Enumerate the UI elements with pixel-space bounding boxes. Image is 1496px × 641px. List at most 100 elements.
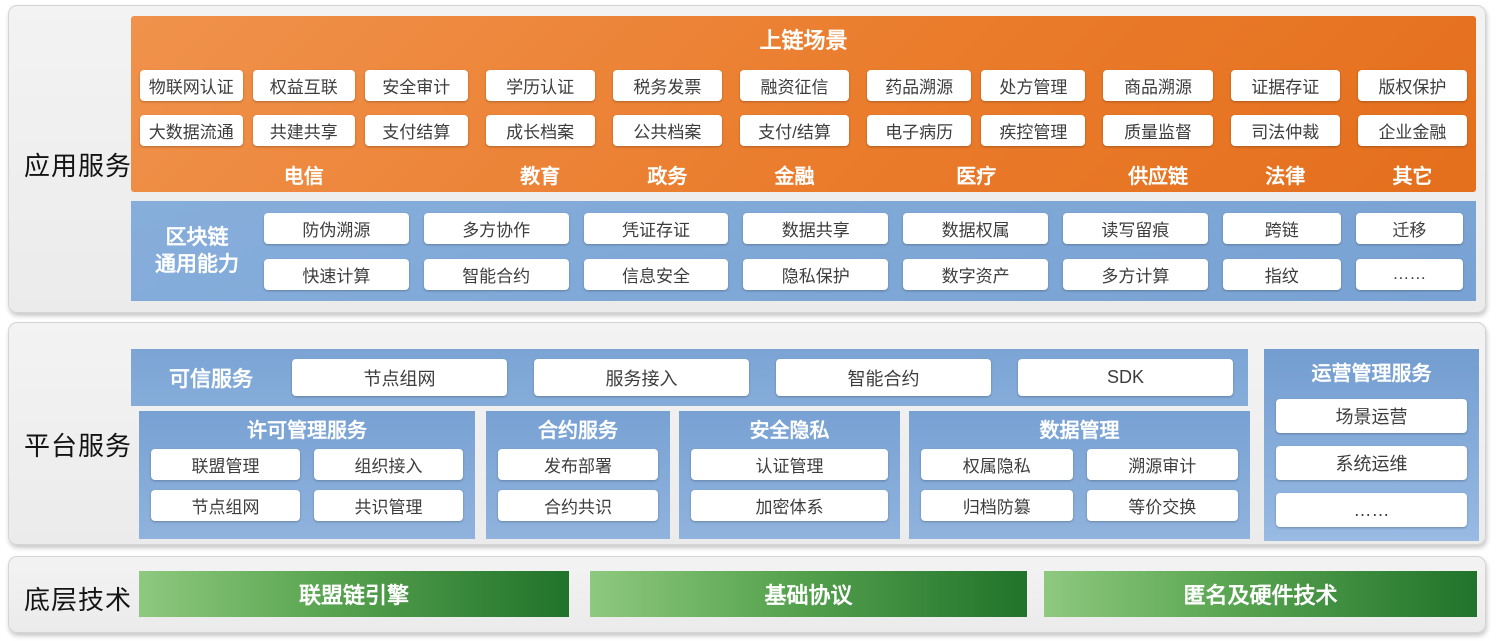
- trusted-services-items: 节点组网服务接入智能合约 SDK: [292, 359, 1233, 396]
- base-technology-label: 底层技术: [24, 585, 133, 615]
- scenario-chip: 药品溯源: [867, 70, 972, 101]
- capability-row: 防伪溯源多方协作凭证存证数据共享数据权属读写留痕跨链迁移: [264, 212, 1464, 244]
- application-services-panel: 应用服务 上链场景 物联网认证权益互联安全审计大数据流通共建共享支付结算电信学历…: [8, 5, 1486, 313]
- platform-group-grid: 认证管理加密体系: [691, 449, 888, 521]
- scenario-chip: 学历认证: [485, 70, 595, 101]
- operation-management-title: 运营管理服务: [1311, 363, 1432, 385]
- scenario-group-grid: 证据存证司法仲裁: [1230, 70, 1340, 146]
- platform-group-grid: 联盟管理组织接入节点组网共识管理: [151, 449, 463, 521]
- scenario-group-label: 金融: [774, 166, 815, 188]
- platform-group-box: 许可管理服务联盟管理组织接入节点组网共识管理: [139, 411, 475, 539]
- trusted-service-chip: SDK: [1018, 359, 1233, 396]
- scenario-group-label: 其它: [1392, 166, 1433, 188]
- scenario-chip: 司法仲裁: [1230, 115, 1340, 146]
- trusted-service-chip: 服务接入: [534, 359, 749, 396]
- operation-item-chip: ……: [1276, 493, 1467, 527]
- capability-chip: 信息安全: [583, 258, 729, 290]
- scenario-group: 药品溯源处方管理电子病历疾控管理医疗: [867, 70, 1086, 189]
- scenario-chip: 支付/结算: [739, 115, 850, 146]
- scenario-group-grid: 物联网认证权益互联安全审计大数据流通共建共享支付结算: [140, 70, 468, 146]
- onchain-groups: 物联网认证权益互联安全审计大数据流通共建共享支付结算电信学历认证成长档案教育税务…: [131, 70, 1476, 189]
- platform-group-box: 数据管理权属隐私溯源审计归档防篡等价交换: [909, 411, 1250, 539]
- platform-group-grid: 发布部署合约共识: [498, 449, 658, 521]
- capability-rows: 防伪溯源多方协作凭证存证数据共享数据权属读写留痕跨链迁移快速计算智能合约信息安全…: [264, 212, 1464, 290]
- platform-group-chip: 加密体系: [691, 490, 888, 521]
- scenario-group: 学历认证成长档案教育: [485, 70, 595, 189]
- scenario-group: 商品溯源质量监督供应链: [1103, 70, 1213, 189]
- base-technology-bar: 联盟链引擎: [139, 571, 569, 617]
- capability-chip: 隐私保护: [743, 258, 889, 290]
- scenario-chip: 版权保护: [1357, 70, 1468, 101]
- capability-chip: 迁移: [1355, 212, 1464, 244]
- scenario-group-label: 供应链: [1128, 166, 1189, 188]
- platform-group-box: 合约服务发布部署合约共识: [486, 411, 670, 539]
- scenario-group: 证据存证司法仲裁法律: [1230, 70, 1340, 189]
- scenario-group-label: 医疗: [956, 166, 997, 188]
- scenario-chip: 物联网认证: [140, 70, 243, 101]
- scenario-chip: 证据存证: [1230, 70, 1340, 101]
- base-technology-bar: 匿名及硬件技术: [1044, 571, 1477, 617]
- scenario-chip: 企业金融: [1357, 115, 1468, 146]
- platform-group-chip: 权属隐私: [921, 449, 1073, 480]
- base-technology-bar: 基础协议: [590, 571, 1027, 617]
- capability-chip: 多方协作: [423, 212, 569, 244]
- capability-chip: 读写留痕: [1062, 212, 1208, 244]
- scenario-chip: 税务发票: [612, 70, 722, 101]
- scenario-group-grid: 税务发票公共档案: [612, 70, 722, 146]
- platform-group-box: 安全隐私认证管理加密体系: [679, 411, 900, 539]
- scenario-chip: 支付结算: [365, 115, 468, 146]
- scenario-chip: 电子病历: [867, 115, 972, 146]
- capability-chip: 数据权属: [903, 212, 1048, 244]
- scenario-chip: 安全审计: [365, 70, 468, 101]
- capability-chip: 数字资产: [903, 258, 1048, 290]
- capabilities-label-line2: 通用能力: [155, 253, 239, 276]
- scenario-group-label: 电信: [283, 166, 324, 188]
- platform-group-title: 合约服务: [538, 420, 618, 442]
- platform-group-chip: 等价交换: [1086, 490, 1238, 521]
- scenario-group: 物联网认证权益互联安全审计大数据流通共建共享支付结算电信: [140, 70, 468, 189]
- capability-chip: ……: [1355, 258, 1464, 290]
- scenario-chip: 成长档案: [485, 115, 595, 146]
- scenario-group-label: 政务: [647, 166, 688, 188]
- capability-chip: 凭证存证: [583, 212, 729, 244]
- capability-chip: 数据共享: [743, 212, 889, 244]
- trusted-service-chip: 节点组网: [292, 359, 507, 396]
- platform-group-chip: 组织接入: [314, 449, 463, 480]
- capability-chip: 快速计算: [264, 258, 409, 290]
- platform-group-chip: 溯源审计: [1086, 449, 1238, 480]
- base-technology-panel: 底层技术 联盟链引擎基础协议匿名及硬件技术: [8, 556, 1486, 633]
- platform-group-grid: 权属隐私溯源审计归档防篡等价交换: [921, 449, 1238, 521]
- blockchain-capabilities-box: 区块链 通用能力 防伪溯源多方协作凭证存证数据共享数据权属读写留痕跨链迁移快速计…: [131, 201, 1476, 301]
- scenario-chip: 共建共享: [252, 115, 356, 146]
- scenario-group: 版权保护企业金融其它: [1357, 70, 1468, 189]
- platform-group-chip: 合约共识: [498, 490, 658, 521]
- scenario-chip: 权益互联: [252, 70, 356, 101]
- platform-group-title: 数据管理: [1039, 420, 1120, 442]
- platform-group-chip: 发布部署: [498, 449, 658, 480]
- scenario-group-grid: 融资征信支付/结算: [739, 70, 850, 146]
- operation-item-chip: 系统运维: [1276, 446, 1467, 480]
- scenario-chip: 处方管理: [981, 70, 1086, 101]
- trusted-service-chip: 智能合约: [776, 359, 991, 396]
- scenario-chip: 公共档案: [612, 115, 722, 146]
- application-services-label: 应用服务: [24, 151, 133, 181]
- platform-group-title: 安全隐私: [749, 420, 830, 442]
- blockchain-capabilities-label: 区块链 通用能力: [144, 224, 250, 279]
- capability-chip: 防伪溯源: [264, 212, 409, 244]
- onchain-scenarios-box: 上链场景 物联网认证权益互联安全审计大数据流通共建共享支付结算电信学历认证成长档…: [131, 16, 1476, 192]
- scenario-chip: 疾控管理: [981, 115, 1086, 146]
- platform-group-title: 许可管理服务: [247, 420, 367, 442]
- scenario-group: 融资征信支付/结算金融: [739, 70, 850, 189]
- capability-chip: 智能合约: [423, 258, 569, 290]
- platform-group-chip: 共识管理: [314, 490, 463, 521]
- capability-chip: 指纹: [1222, 258, 1341, 290]
- capability-chip: 多方计算: [1062, 258, 1208, 290]
- trusted-services-title: 可信服务: [169, 367, 253, 391]
- operation-management-box: 运营管理服务 场景运营系统运维……: [1264, 349, 1479, 541]
- scenario-chip: 质量监督: [1103, 115, 1213, 146]
- platform-services-label: 平台服务: [24, 431, 133, 461]
- capability-row: 快速计算智能合约信息安全隐私保护数字资产多方计算指纹 ……: [264, 258, 1464, 290]
- scenario-group: 税务发票公共档案政务: [612, 70, 722, 189]
- scenario-group-label: 法律: [1265, 166, 1306, 188]
